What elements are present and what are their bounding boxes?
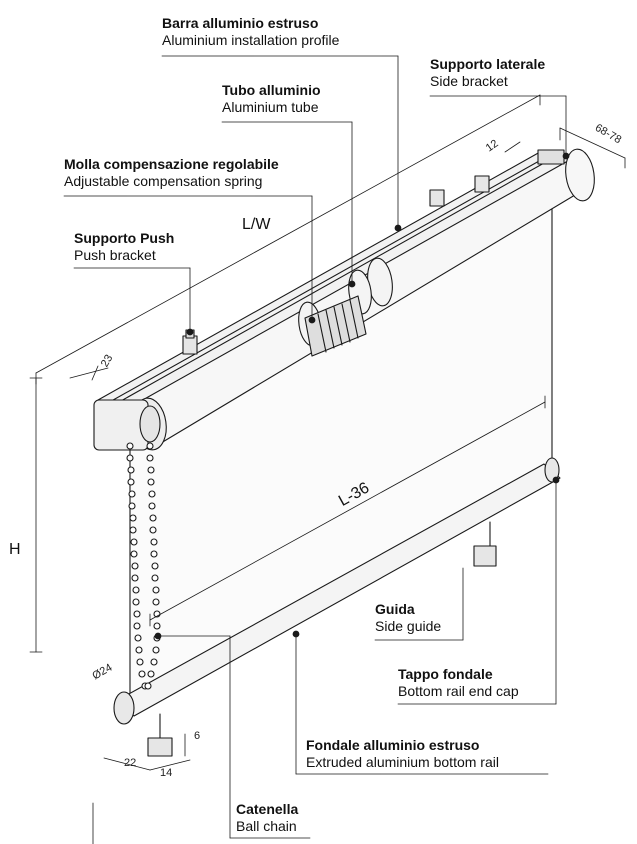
label-supporto-laterale-it: Supporto laterale (430, 56, 546, 72)
label-supporto-laterale: Supporto laterale Side bracket (430, 56, 545, 90)
compensation-spring (304, 295, 367, 357)
label-tappo-en: Bottom rail end cap (398, 683, 519, 699)
label-catenella-en: Ball chain (236, 818, 297, 834)
label-molla: Molla compensazione regolabile Adjustabl… (64, 156, 279, 190)
label-tubo-en: Aluminium tube (222, 99, 319, 115)
left-end-cap (93, 399, 161, 451)
label-guida-en: Side guide (375, 618, 442, 634)
label-supporto-push-it: Supporto Push (74, 230, 175, 246)
label-barra-it: Barra alluminio estruso (162, 15, 319, 31)
label-supporto-laterale-en: Side bracket (430, 73, 508, 89)
label-fondale-it: Fondale alluminio estruso (306, 737, 480, 753)
dim-h: H (9, 541, 21, 558)
side-bracket (429, 149, 565, 207)
label-guida: Guida Side guide (375, 601, 441, 635)
label-catenella-it: Catenella (236, 801, 299, 817)
dimension-lines (29, 94, 626, 771)
label-molla-it: Molla compensazione regolabile (64, 156, 279, 172)
label-tubo: Tubo alluminio Aluminium tube (222, 82, 321, 116)
label-tappo-it: Tappo fondale (398, 666, 493, 682)
label-fondale-en: Extruded aluminium bottom rail (306, 754, 499, 770)
dim-6: 6 (194, 730, 201, 742)
label-fondale: Fondale alluminio estruso Extruded alumi… (306, 737, 499, 771)
dim-14: 14 (160, 767, 173, 779)
label-molla-en: Adjustable compensation spring (64, 173, 263, 189)
label-tappo: Tappo fondale Bottom rail end cap (398, 666, 519, 700)
leader-lines (63, 55, 570, 844)
dim-22: 22 (124, 757, 137, 769)
label-supporto-push: Supporto Push Push bracket (74, 230, 174, 264)
bottom-rail (113, 457, 561, 725)
label-guida-it: Guida (375, 601, 415, 617)
label-barra: Barra alluminio estruso Aluminium instal… (162, 15, 339, 49)
side-guide (147, 521, 497, 757)
label-barra-en: Aluminium installation profile (162, 32, 340, 48)
label-tubo-it: Tubo alluminio (222, 82, 321, 98)
dim-lw: L/W (242, 216, 271, 233)
shade-fabric (129, 181, 553, 698)
label-supporto-push-en: Push bracket (74, 247, 156, 263)
label-catenella: Catenella Ball chain (236, 801, 298, 835)
